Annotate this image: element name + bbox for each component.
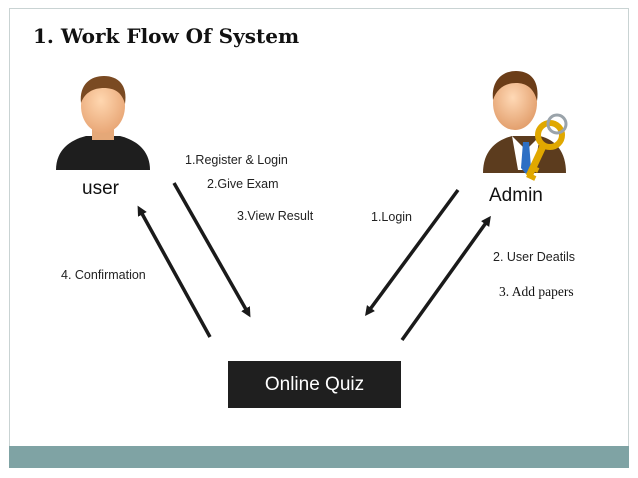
user-label: user <box>82 178 119 199</box>
arrow-quiz-to-user <box>137 205 212 338</box>
give-exam-label: 2.Give Exam <box>207 177 279 191</box>
admin-login-label: 1.Login <box>371 210 413 224</box>
online-quiz-label: Online Quiz <box>264 373 365 395</box>
user-details-label: 2. User Deatils <box>493 250 575 264</box>
user-icon <box>56 76 150 170</box>
register-login-label: 1.Register & Login <box>185 153 288 167</box>
add-papers-label: 3. Add papers <box>499 284 574 299</box>
arrow-admin-to-quiz <box>365 188 460 317</box>
arrow-user-to-quiz <box>172 182 251 318</box>
footer-bar <box>9 446 629 468</box>
confirmation-label: 4. Confirmation <box>61 268 146 282</box>
view-result-label: 3.View Result <box>237 209 314 223</box>
arrow-quiz-to-admin <box>400 215 491 342</box>
online-quiz-box: Online Quiz <box>228 361 401 408</box>
admin-label: Admin <box>489 185 543 206</box>
admin-icon <box>483 71 568 181</box>
slide-title: 1. Work Flow Of System <box>33 24 300 48</box>
